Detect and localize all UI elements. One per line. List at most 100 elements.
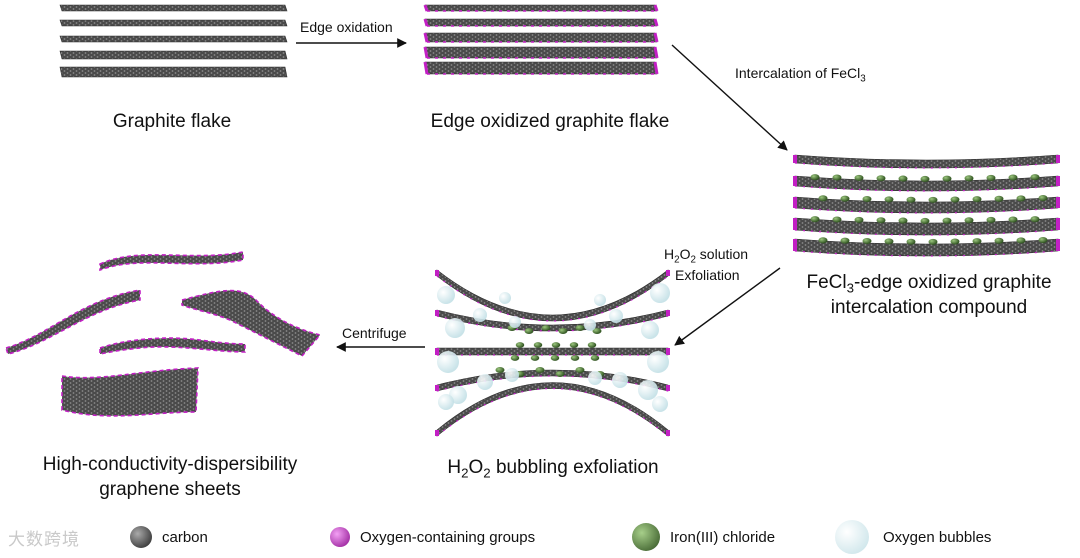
oxygen-edge: [794, 229, 1059, 236]
edge-oxidized-text: Edge oxidized graphite flake: [430, 111, 670, 132]
graphene-layer: [424, 18, 658, 27]
oxygen-bubble: [594, 294, 606, 306]
graphene-layer: [59, 50, 288, 60]
fecl3-molecule: [1030, 216, 1040, 223]
fecl3-molecule: [986, 216, 996, 223]
graphene-sheets-line2: graphene sheets: [99, 479, 241, 500]
watermark-text: 大数跨境: [8, 530, 80, 549]
oxygen-bubble: [473, 308, 487, 322]
fecl3-molecule: [1008, 216, 1018, 223]
oxygen-edge: [653, 46, 659, 59]
oxygen-edge: [423, 18, 429, 27]
graphene-layer: [436, 269, 669, 322]
fecl3-molecule: [575, 366, 585, 374]
fecl3-molecule: [810, 174, 820, 181]
graphene-sheet: [61, 367, 199, 417]
fecl3-molecule: [555, 370, 565, 378]
oxygen-edge: [794, 207, 1059, 214]
label-graphite-flake: Graphite flake: [100, 109, 244, 134]
oxygen-bubble: [612, 372, 628, 388]
legend-oxygen-bubbles: Oxygen bubbles: [835, 520, 991, 554]
bubbling-exfoliation-illustration: [435, 269, 670, 437]
label-bubbling-exfoliation: H2O2 bubbling exfoliation: [447, 457, 659, 481]
fecl3-molecule: [570, 355, 580, 361]
fecl3-molecule: [898, 175, 908, 182]
arrow-intercalation: [671, 44, 788, 151]
arrow-label-intercalation: Intercalation of FeCl3: [735, 65, 866, 85]
legend-iron-chloride-label: Iron(III) chloride: [670, 528, 776, 546]
oxygen-edge: [423, 46, 429, 59]
fecl3-molecule: [551, 342, 561, 348]
graphene-layer: [424, 46, 658, 59]
graphene-layer: [424, 32, 658, 43]
fecl3-molecule: [906, 196, 916, 203]
oxygen-edge: [423, 32, 429, 43]
graphene-layer: [794, 154, 1059, 169]
oxygen-bubble: [650, 283, 670, 303]
legend-oxygen-groups: Oxygen-containing groups: [330, 522, 535, 552]
fecl3-molecule: [972, 238, 982, 245]
fecl3-molecule: [1008, 174, 1018, 181]
fecl3-molecule: [898, 217, 908, 224]
fecl3-molecule: [495, 366, 505, 374]
legend-oxygen-groups-label: Oxygen-containing groups: [360, 528, 536, 546]
fecl3-molecule: [524, 327, 534, 335]
fecl3-molecule: [587, 342, 597, 348]
fecl3-molecule: [818, 195, 828, 202]
fecl3-molecule: [1038, 194, 1048, 202]
fecl3-molecule: [950, 238, 960, 245]
oxygen-bubble: [638, 380, 658, 400]
fecl3-molecule: [854, 216, 864, 223]
fecl3-molecule: [840, 195, 850, 202]
fecl3-molecule: [550, 355, 560, 361]
oxygen-bubble: [438, 394, 454, 410]
fecl3-molecule: [942, 217, 952, 224]
fecl3-molecule: [994, 195, 1004, 202]
oxygen-bubble: [641, 321, 659, 339]
arrow-exfoliation: [674, 267, 781, 346]
fecl3-molecule: [876, 175, 886, 182]
intercalation-compound-line1: FeCl3-edge oxidized graphite: [806, 272, 1052, 296]
oxygen-bubble: [505, 368, 519, 382]
fecl3-molecule: [854, 174, 864, 181]
oxygen-bubble: [437, 286, 455, 304]
fecl3-molecule: [840, 237, 850, 244]
fecl3-molecule: [818, 237, 828, 244]
oxygen-bubble: [499, 292, 511, 304]
graphene-sheet: [99, 251, 244, 272]
fecl3-molecule: [535, 366, 545, 374]
oxygen-bubble: [584, 319, 596, 331]
graphite-flake-illustration: [59, 4, 288, 78]
oxygen-bubble: [652, 396, 668, 412]
arrow-label-exfoliation: Exfoliation: [675, 267, 740, 283]
graphene-sheets-illustration: [4, 251, 322, 417]
oxygen-bubble: [647, 351, 669, 373]
graphene-layer: [59, 66, 288, 78]
graphene-layer: [59, 19, 288, 27]
fecl3-molecule: [541, 324, 551, 332]
intercalation-compound-line2: intercalation compound: [830, 297, 1028, 318]
oxygen-bubble: [609, 309, 623, 323]
fecl3-molecule: [906, 238, 916, 245]
oxygen-edge: [436, 275, 669, 322]
legend-iron-chloride: Iron(III) chloride: [632, 522, 775, 552]
fecl3-molecule: [575, 324, 585, 332]
fecl3-molecule: [942, 175, 952, 182]
graphene-sheet: [181, 289, 322, 357]
fecl3-molecule: [964, 175, 974, 182]
oxygen-group-icon: [330, 527, 350, 547]
iron-chloride-icon: [632, 523, 660, 551]
oxygen-edge: [436, 388, 669, 437]
oxygen-bubble: [588, 371, 602, 385]
fecl3-molecule: [884, 238, 894, 245]
fecl3-molecule: [590, 355, 600, 361]
label-edge-oxidized: Edge oxidized graphite flake: [415, 109, 685, 134]
oxygen-bubble: [445, 318, 465, 338]
oxygen-edge: [653, 61, 659, 75]
fecl3-molecule: [950, 196, 960, 203]
fecl3-molecule: [515, 342, 525, 348]
graphene-layer: [59, 35, 288, 43]
label-intercalation-compound: FeCl3-edge oxidized graphite intercalati…: [790, 270, 1068, 320]
label-graphene-sheets: High-conductivity-dispersibility graphen…: [20, 452, 320, 502]
